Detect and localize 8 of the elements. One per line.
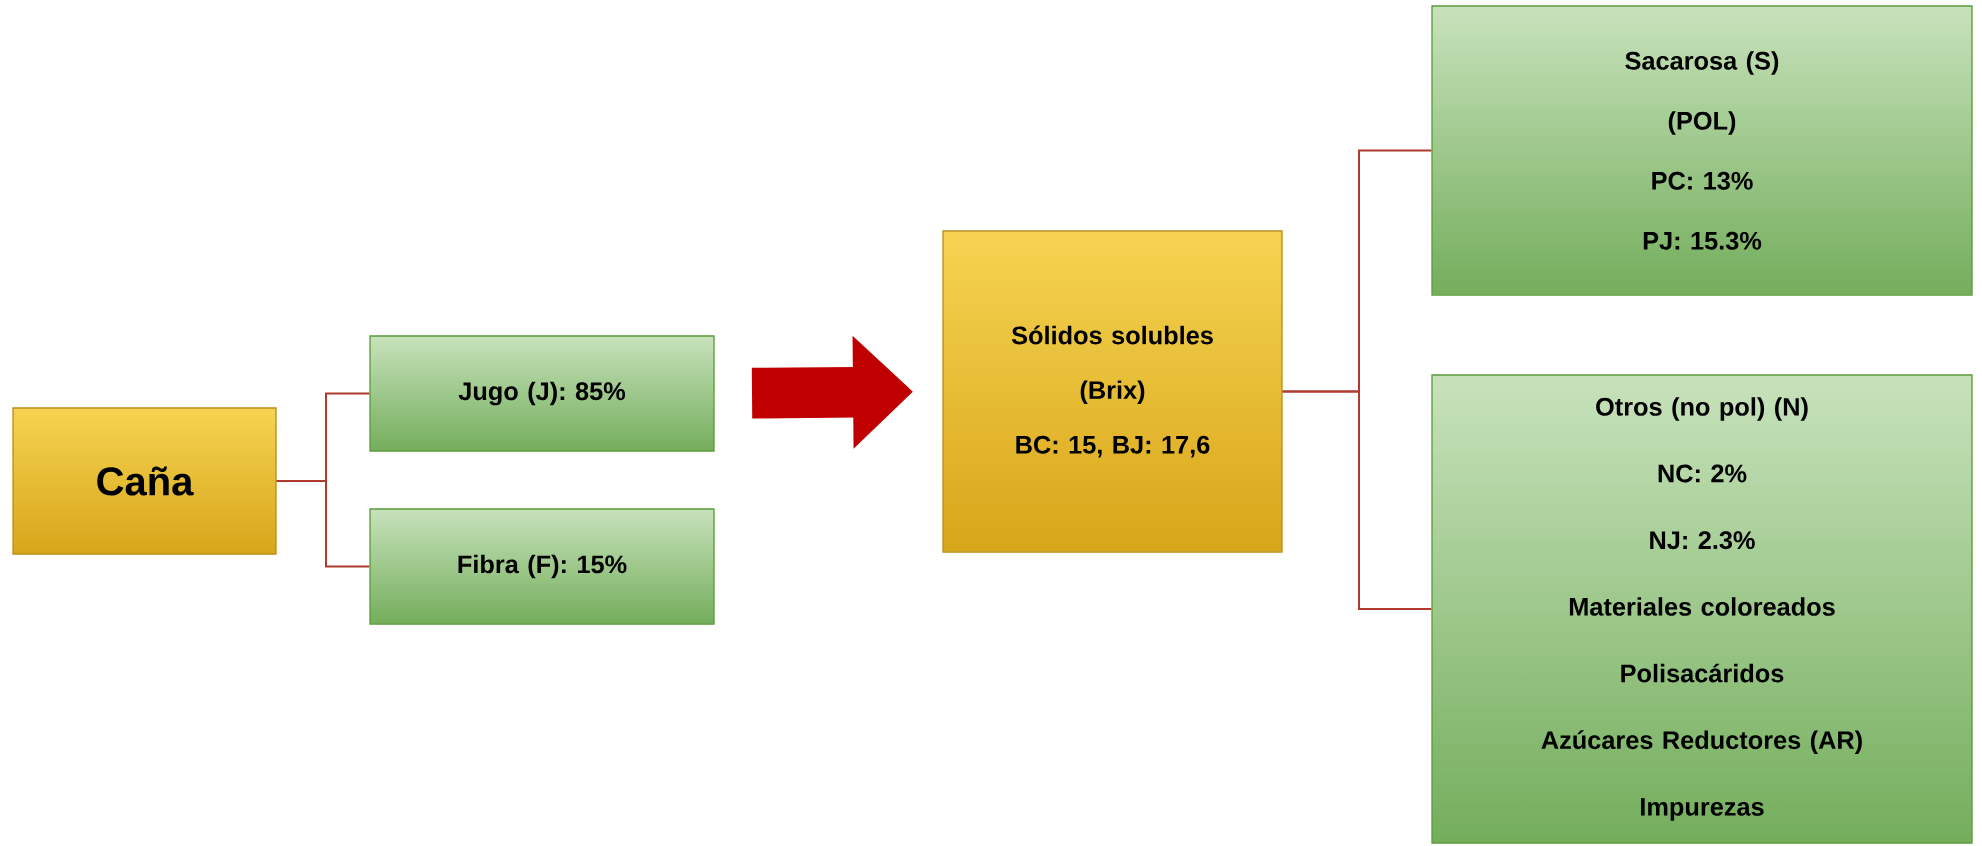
connector-line — [1281, 390, 1433, 610]
connector-line — [275, 480, 371, 568]
summary-box: Sólidos solubles (Brix) BC: 15, BJ: 17,6 — [942, 230, 1283, 553]
category-box: Otros (no pol) (N) NC: 2% NJ: 2.3% Materiales coloreados Polisacáridos Azúcares Reductores (AR) Impurezas — [1431, 374, 1973, 844]
category-box: Sacarosa (S) (POL) PC: 13% PJ: 15.3% — [1431, 5, 1973, 296]
root-box: Caña — [12, 407, 277, 555]
category-box: Fibra (F): 15% — [369, 508, 715, 625]
category-box: Jugo (J): 85% — [369, 335, 715, 452]
